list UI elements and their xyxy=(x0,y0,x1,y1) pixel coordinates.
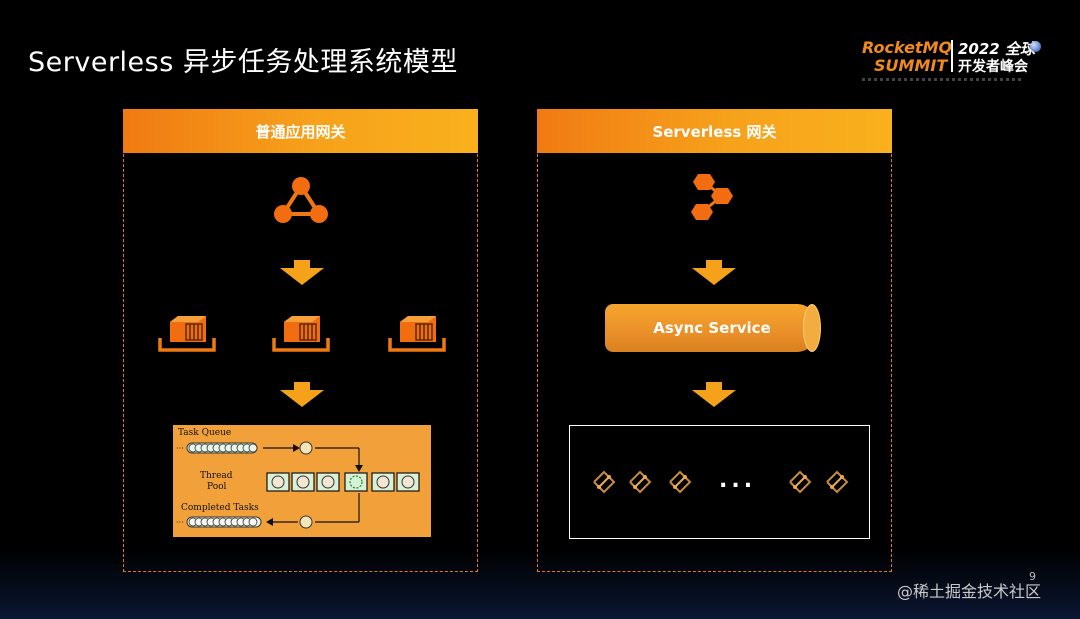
svg-text:···: ··· xyxy=(176,518,184,527)
down-arrow-icon xyxy=(280,382,324,407)
network-gateway-icon xyxy=(274,177,328,223)
background-glow xyxy=(0,549,1080,619)
down-arrow-icon xyxy=(692,260,736,285)
logo-dotted-line xyxy=(862,78,1022,81)
function-icon xyxy=(593,470,616,494)
logo-separator xyxy=(951,40,953,72)
logo-event-line1: 2022 全球 xyxy=(958,40,1035,58)
panel-serverless-gateway: Serverless 网关 xyxy=(537,109,892,572)
logo-event-line2: 开发者峰会 xyxy=(958,59,1028,75)
panel-header-serverless-gateway: Serverless 网关 xyxy=(537,109,892,153)
async-service-cap xyxy=(803,304,821,352)
container-icon xyxy=(388,316,446,352)
async-service-label: Async Service xyxy=(653,319,771,337)
globe-icon xyxy=(1030,41,1041,52)
function-icon xyxy=(826,470,849,494)
slide-title: Serverless 异步任务处理系统模型 xyxy=(28,47,458,78)
logo-brand-line2: SUMMIT xyxy=(874,56,948,75)
panel-header-normal-gateway: 普通应用网关 xyxy=(123,109,478,153)
panel-normal-gateway: 普通应用网关 xyxy=(123,109,478,572)
async-service-bar: Async Service xyxy=(605,304,819,352)
thread-pool-diagram: Task Queue Thread Pool Completed Tasks ·… xyxy=(173,425,431,537)
down-arrow-icon xyxy=(280,260,324,285)
page-number: 9 xyxy=(1029,570,1036,583)
thread-pool-label-line1: Thread xyxy=(200,471,233,481)
ellipsis: ... xyxy=(719,468,757,493)
svg-text:···: ··· xyxy=(176,444,184,453)
function-instances-box xyxy=(569,425,870,539)
function-icon xyxy=(669,470,692,494)
completed-tasks-label: Completed Tasks xyxy=(181,503,259,513)
event-logo: RocketMQ SUMMIT 2022 全球 开发者峰会 xyxy=(862,38,1052,88)
down-arrow-icon xyxy=(692,382,736,407)
task-queue-label: Task Queue xyxy=(178,428,232,438)
task-flow-graphic: ··· ··· xyxy=(176,441,420,529)
logo-brand-line1: RocketMQ xyxy=(862,38,953,57)
function-icon xyxy=(789,470,812,494)
container-icon xyxy=(272,316,330,352)
function-icon xyxy=(629,470,652,494)
watermark: @稀土掘金技术社区 xyxy=(897,582,1042,601)
container-icon xyxy=(158,316,216,352)
serverless-gateway-icon xyxy=(691,174,733,220)
thread-pool-label-line2: Pool xyxy=(207,482,227,492)
